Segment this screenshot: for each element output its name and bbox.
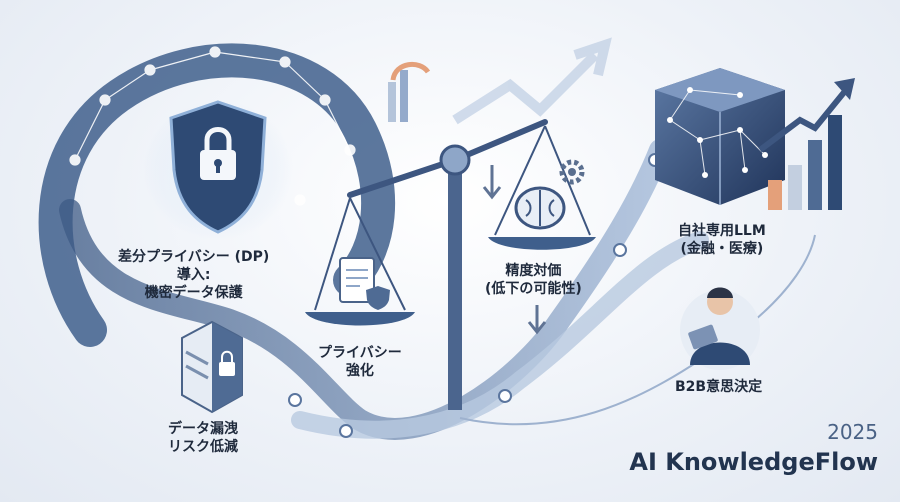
network-cube-icon	[655, 68, 785, 205]
b2b-label: B2B意思決定	[675, 378, 762, 396]
dp-label-line1: 差分プライバシー (DP)	[118, 249, 270, 265]
trend-arrow-icon	[452, 37, 612, 125]
privacy-label-line2: 強化	[345, 363, 374, 379]
arc-network-nodes	[69, 46, 356, 206]
document-shield-icon	[339, 257, 390, 310]
brain-gear-icon	[514, 159, 585, 230]
bar-chart-icon	[758, 78, 855, 210]
llm-label-line1: 自社専用LLM	[678, 223, 766, 239]
accuracy-label-line2: (低下の可能性)	[485, 281, 582, 297]
shield-lock-icon	[169, 100, 267, 234]
business-person-icon	[680, 287, 760, 370]
privacy-label: プライバシー 強化	[318, 344, 402, 380]
flow-path-lower	[291, 231, 709, 439]
server-lock-icon	[181, 320, 243, 414]
small-bar-icon	[388, 62, 431, 122]
llm-label-line2: (金融・医療)	[680, 241, 764, 257]
dp-label: 差分プライバシー (DP) 導入: 機密データ保護	[118, 248, 269, 302]
b2b-label-line1: B2B意思決定	[675, 379, 763, 395]
brand-title: AI KnowledgeFlow	[629, 448, 878, 476]
down-arrow-icon	[482, 165, 547, 335]
dark-arc	[38, 43, 396, 347]
dp-label-line2: 導入:	[176, 267, 211, 283]
privacy-label-line1: プライバシー	[318, 345, 402, 361]
llm-label: 自社専用LLM (金融・医療)	[678, 222, 766, 258]
connector-b2b-llm	[754, 234, 816, 321]
leak-label-line2: リスク低減	[168, 439, 238, 455]
dp-label-line3: 機密データ保護	[144, 285, 243, 301]
leak-label: データ漏洩 リスク低減	[168, 420, 238, 456]
accuracy-label-line1: 精度対価	[505, 263, 562, 279]
year-text: 2025	[827, 420, 878, 444]
scale-icon	[305, 119, 596, 410]
connector-to-b2b	[459, 359, 701, 426]
flow-path	[59, 139, 671, 440]
accuracy-label: 精度対価 (低下の可能性)	[485, 262, 582, 298]
leak-label-line1: データ漏洩	[168, 421, 238, 437]
